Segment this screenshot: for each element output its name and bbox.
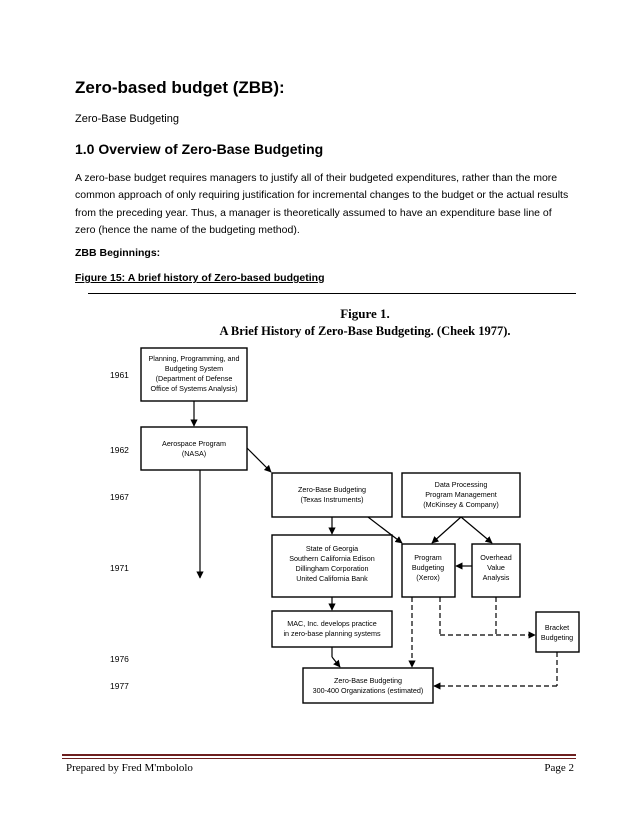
year-labels: 1961 1962 1967 1971 1976 1977	[110, 370, 129, 691]
footer-page-number: Page 2	[544, 762, 574, 774]
figure-top-rule	[88, 293, 576, 294]
footer-author: Prepared by Fred M'mbololo	[66, 762, 193, 774]
overhead-line2: Value	[487, 563, 505, 572]
ppbs-line2: Budgeting System	[165, 364, 223, 373]
bracket-line1: Bracket	[545, 623, 569, 632]
box-bracket	[535, 611, 580, 653]
nasa-line1: Aerospace Program	[162, 439, 226, 448]
georgia-line2: Southern California Edison	[289, 554, 375, 563]
mac-line2: in zero-base planning systems	[283, 629, 380, 638]
georgia-line4: United California Bank	[296, 574, 368, 583]
overhead-line3: Analysis	[483, 573, 510, 582]
figure-title: A Brief History of Zero-Base Budgeting. …	[219, 324, 510, 338]
figure-caption: Figure 15: A brief history of Zero-based…	[75, 272, 325, 284]
mckinsey-line3: (McKinsey & Company)	[423, 500, 499, 509]
georgia-line3: Dillingham Corporation	[295, 564, 368, 573]
box-final	[302, 667, 434, 704]
texas-line2: (Texas Instruments)	[300, 495, 363, 504]
overview-paragraph: A zero-base budget requires managers to …	[75, 172, 569, 237]
final-line2: 300-400 Organizations (estimated)	[313, 686, 424, 695]
ppbs-line4: Office of Systems Analysis)	[151, 384, 238, 393]
arrow-nasa-texas	[246, 447, 272, 473]
year-1977: 1977	[110, 681, 129, 691]
arrow-texas-xerox	[367, 516, 403, 544]
figure-label: Figure 1.	[340, 306, 390, 321]
xerox-line1: Program	[414, 553, 442, 562]
ppbs-line3: (Department of Defense	[156, 374, 233, 383]
texas-line1: Zero-Base Budgeting	[298, 485, 366, 494]
year-1962: 1962	[110, 445, 129, 455]
bracket-line2: Budgeting	[541, 633, 573, 642]
final-line1: Zero-Base Budgeting	[334, 676, 402, 685]
year-1967: 1967	[110, 492, 129, 502]
mckinsey-line1: Data Processing	[435, 480, 488, 489]
page-title: Zero-based budget (ZBB):	[75, 78, 285, 97]
ppbs-line1: Planning, Programming, and	[148, 354, 239, 363]
arrow-mckinsey-xerox	[431, 516, 462, 544]
footer-rule-thin	[62, 758, 576, 759]
arrow-mckinsey-overhead	[460, 516, 493, 544]
section-heading: 1.0 Overview of Zero-Base Budgeting	[75, 141, 324, 157]
footer-rule-thick	[62, 754, 576, 756]
year-1976: 1976	[110, 654, 129, 664]
nasa-line2: (NASA)	[182, 449, 206, 458]
year-1971: 1971	[110, 563, 129, 573]
beginnings-heading: ZBB Beginnings:	[75, 247, 161, 259]
year-1961: 1961	[110, 370, 129, 380]
xerox-line3: (Xerox)	[416, 573, 440, 582]
georgia-line1: State of Georgia	[306, 544, 358, 553]
arrow-mac-final	[331, 656, 341, 668]
subtitle: Zero-Base Budgeting	[75, 113, 179, 125]
box-xerox	[401, 543, 456, 598]
mckinsey-line2: Program Management	[425, 490, 497, 499]
overhead-line1: Overhead	[480, 553, 512, 562]
mac-line1: MAC, Inc. develops practice	[287, 619, 376, 628]
xerox-line2: Budgeting	[412, 563, 444, 572]
